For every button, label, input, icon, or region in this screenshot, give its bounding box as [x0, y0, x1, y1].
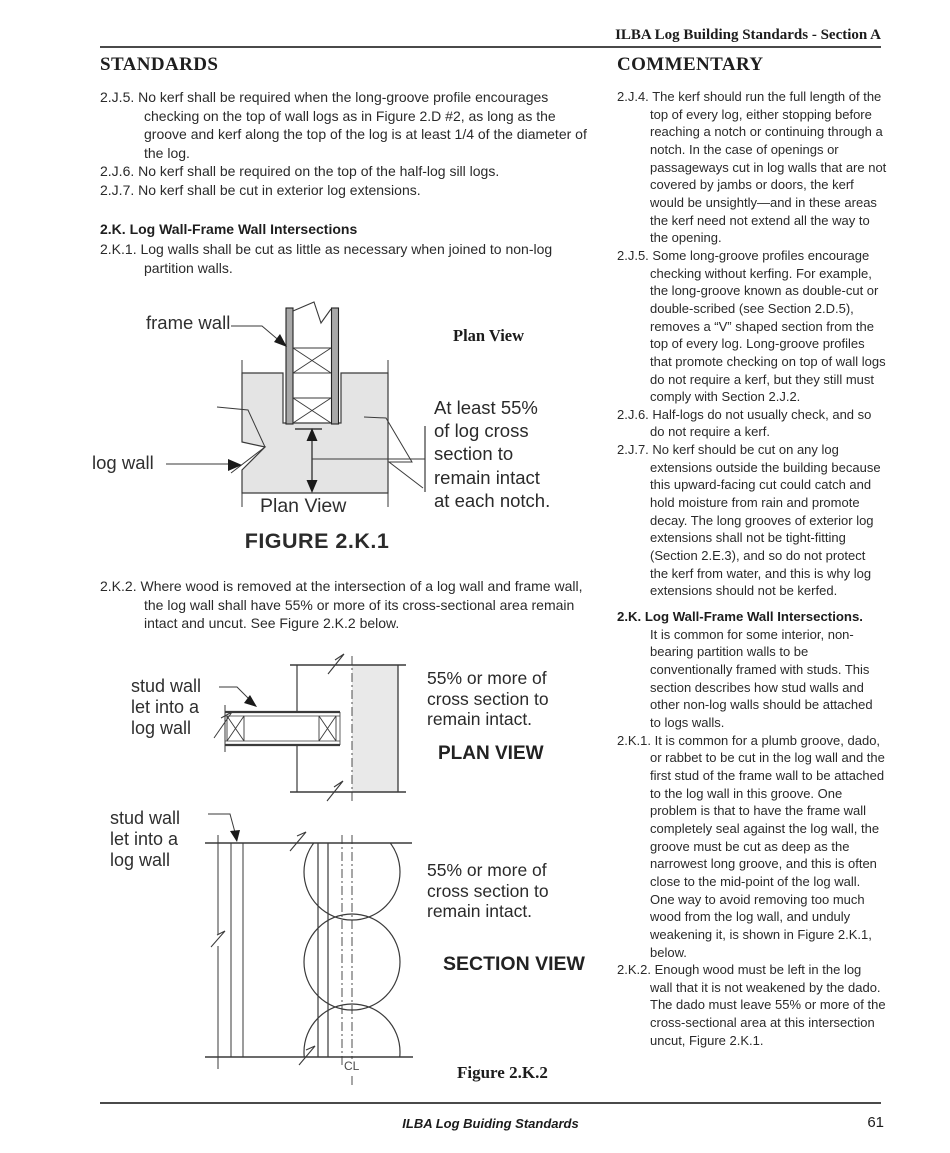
item-text: Where wood is removed at the intersectio… [140, 578, 583, 632]
log-wall-arrowhead [228, 459, 242, 471]
centerline-label: CL [344, 1059, 360, 1073]
plan-bottom-break [326, 780, 344, 802]
footer-rule [100, 1102, 881, 1104]
standards-item: 2.K.1. Log walls shall be cut as little … [100, 240, 602, 277]
figure-2k2-drawing [205, 653, 413, 1086]
commentary-section-intro: It is common for some interior, non-bear… [650, 626, 873, 730]
dado-lines [317, 843, 329, 1057]
top-break-line [292, 301, 332, 325]
item-text: The kerf should run the full length of t… [650, 89, 887, 246]
plan-top-break [327, 653, 345, 675]
page-number: 61 [867, 1114, 884, 1131]
item-text: No kerf shall be required when the long-… [138, 89, 587, 161]
standards-item: 2.J.7. No kerf shall be cut in exterior … [100, 181, 602, 200]
insulation-x-bands [292, 347, 332, 424]
right-break-line [363, 416, 424, 489]
item-text: Log walls shall be cut as little as nece… [140, 241, 553, 276]
item-text: Half-logs do not usually check, and so d… [650, 406, 872, 440]
plan-view-bottom-label: Plan View [260, 495, 347, 517]
item-text: Enough wood must be left in the log wall… [650, 962, 886, 1048]
item-text: No kerf shall be required on the top of … [138, 163, 500, 180]
frame-wall-label: frame wall [146, 312, 231, 333]
commentary-item: 2.K.1. It is common for a plumb groove, … [617, 732, 887, 962]
commentary-item: 2.K.2. Enough wood must be left in the l… [617, 961, 887, 1049]
plan-view-label: PLAN VIEW [438, 743, 544, 764]
commentary-section-heading: 2.K. Log Wall-Frame Wall Intersections. [617, 608, 887, 626]
item-label: 2.J.7. [100, 181, 135, 198]
frame-wall-arrowhead [274, 334, 287, 347]
section-label: 2.K. [617, 609, 642, 625]
frame-wall-stud-right [330, 307, 340, 425]
stud-wall-plan-label: stud wall let into a log wall [131, 676, 202, 738]
item-text: No kerf should be cut on any log extensi… [650, 442, 881, 599]
commentary-heading: COMMENTARY [617, 54, 764, 75]
standards-item-2k2-block: 2.K.2. Where wood is removed at the inte… [100, 577, 602, 633]
commentary-item: 2.J.6. Half-logs do not usually check, a… [617, 406, 887, 441]
log-wall-label: log wall [92, 452, 154, 473]
figure-2k1-caption: FIGURE 2.K.1 [244, 529, 390, 553]
commentary-block: 2.J.4. The kerf should run the full leng… [617, 88, 887, 1049]
section-top-break [289, 831, 307, 852]
figure-2k1-drawing [166, 301, 426, 507]
item-label: 2.K.2. [100, 578, 137, 594]
plan-note: 55% or more of cross section to remain i… [427, 668, 549, 729]
figure-2k1: frame wall Plan View At least 55% of log… [90, 296, 590, 564]
figure-2k1-note: At least 55% of log cross section to rem… [434, 397, 551, 511]
section-title: Log Wall-Frame Wall Intersections. [644, 609, 863, 625]
standards-item: 2.J.6. No kerf shall be required on the … [100, 162, 602, 181]
figure-2k2-caption: Figure 2.K.2 [457, 1063, 548, 1082]
intact-cross-section-shading [352, 665, 398, 792]
item-label: 2.J.5. [100, 89, 135, 105]
item-label: 2.K.2. [617, 962, 651, 978]
stud-wall-lines [230, 843, 244, 1057]
section-note: 55% or more of cross section to remain i… [427, 860, 549, 921]
arrowhead-down [306, 480, 318, 493]
item-text: No kerf shall be cut in exterior log ext… [138, 181, 421, 198]
frame-wall-stud-left [285, 307, 294, 425]
standards-section-heading: 2.K. Log Wall-Frame Wall Intersections [100, 221, 358, 237]
section-left-break [210, 930, 226, 948]
page-header: ILBA Log Building Standards - Section A [615, 27, 881, 43]
arrowhead-up [306, 428, 318, 441]
item-text: It is common for a plumb groove, dado, o… [650, 732, 885, 960]
standards-heading: STANDARDS [100, 54, 219, 75]
item-label: 2.K.1. [100, 241, 137, 257]
stud-wall-section-label: stud wall let into a log wall [110, 808, 181, 870]
footer-title: ILBA Log Buiding Standards [402, 1116, 579, 1131]
stud-x-braces [226, 715, 337, 742]
standards-item-2k1-block: 2.K.1. Log walls shall be cut as little … [100, 240, 602, 277]
commentary-item: 2.J.7. No kerf should be cut on any log … [617, 441, 887, 600]
frame-wall-leader [231, 325, 283, 344]
figure-2k2: stud wall let into a log wall 55% or mor… [100, 648, 590, 1095]
header-rule [100, 46, 881, 48]
left-break-line [216, 406, 266, 474]
log-wall-shape [241, 372, 389, 494]
section-label-leader [208, 813, 237, 837]
commentary-item: 2.J.5. Some long-groove profiles encoura… [617, 247, 887, 406]
section-leader-arrowhead [230, 830, 240, 842]
item-label: 2.J.7. [617, 442, 649, 458]
item-label: 2.J.4. [617, 89, 649, 104]
item-label: 2.K.1. [617, 732, 651, 748]
stud-wall-break [213, 711, 233, 739]
plan-label-leader [219, 686, 253, 703]
item-label: 2.J.6. [617, 406, 649, 422]
extension-ticks [241, 360, 389, 507]
standards-items-block: 2.J.5. No kerf shall be required when th… [100, 88, 602, 200]
item-text: Some long-groove profiles encourage chec… [650, 247, 886, 405]
section-view-label: SECTION VIEW [443, 953, 585, 975]
commentary-item: 2.J.4. The kerf should run the full leng… [617, 88, 887, 247]
item-label: 2.J.5. [617, 247, 649, 263]
item-label: 2.J.6. [100, 163, 135, 180]
section-bottom-break [298, 1045, 316, 1066]
plan-leader-arrowhead [244, 695, 257, 707]
plan-view-top-label: Plan View [453, 326, 525, 345]
standards-item: 2.K.2. Where wood is removed at the inte… [100, 577, 602, 633]
standards-item: 2.J.5. No kerf shall be required when th… [100, 88, 602, 162]
